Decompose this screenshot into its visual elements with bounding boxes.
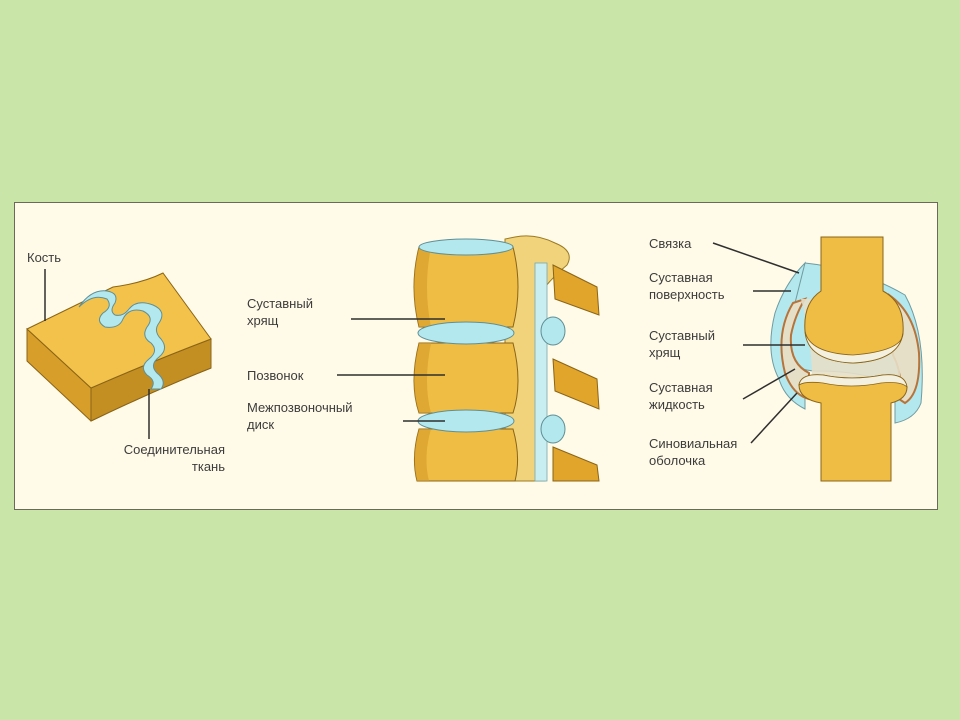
label-spine-cartilage: Суставный хрящ xyxy=(247,296,313,328)
leader-synovial-membrane xyxy=(750,392,798,444)
leader-synovial-fluid xyxy=(742,368,796,400)
diagram-panel: Кость Соединительная ткань Суставный хря… xyxy=(14,202,938,510)
suture-connective-tissue xyxy=(78,290,165,390)
label-vertebra: Позвонок xyxy=(247,368,304,383)
spine-illustration xyxy=(413,235,600,482)
suture-bone-block xyxy=(26,272,212,422)
joints-diagram xyxy=(26,235,923,482)
label-bone: Кость xyxy=(27,250,62,265)
label-connective-tissue: Соединительная ткань xyxy=(123,442,225,474)
label-intervertebral-disc: Межпозвоночный диск xyxy=(247,400,353,432)
synovial-joint-illustration xyxy=(770,236,923,482)
label-synovial-membrane: Синовиальная оболочка xyxy=(649,436,738,468)
label-ligament: Связка xyxy=(649,236,692,251)
label-articular-surface: Суставная поверхность xyxy=(649,270,725,302)
label-joint-cartilage: Суставный хрящ xyxy=(649,328,715,360)
leader-ligament xyxy=(712,242,800,274)
label-synovial-fluid: Суставная жидкость xyxy=(649,380,713,412)
